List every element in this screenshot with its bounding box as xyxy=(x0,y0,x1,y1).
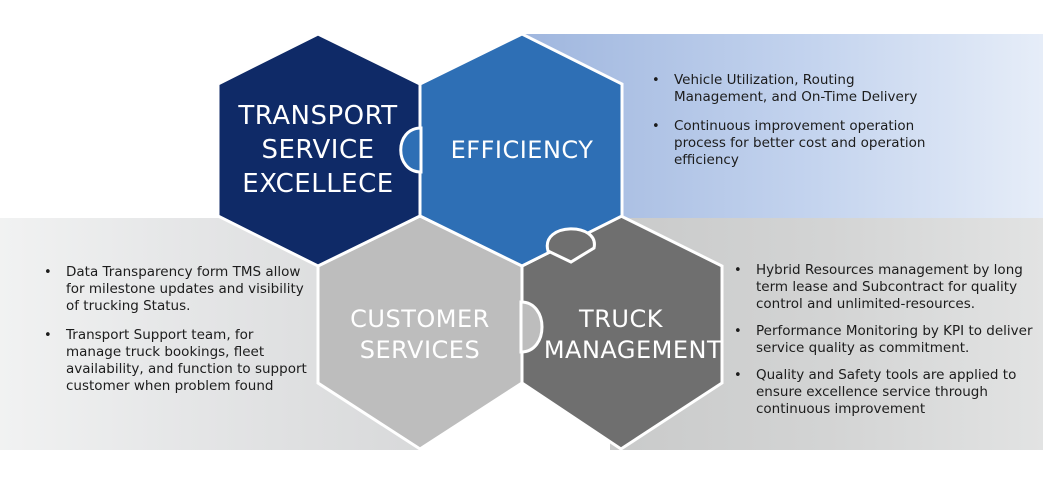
transport-label-line-3: EXCELLECE xyxy=(242,169,393,199)
truck-bullet: Quality and Safety tools are applied to … xyxy=(730,367,1035,418)
customer-label-line-2: SERVICES xyxy=(360,336,480,364)
puzzle-knob-efficiency xyxy=(399,126,423,174)
transport-label-line-2: SERVICE xyxy=(261,135,374,165)
truck-bullet-list: Hybrid Resources management by long term… xyxy=(730,262,1035,428)
customer-bullet: Transport Support team, for manage truck… xyxy=(40,327,310,395)
efficiency-bullet: Vehicle Utilization, Routing Management,… xyxy=(648,72,948,106)
customer-bullet: Data Transparency form TMS allow for mil… xyxy=(40,264,310,315)
truck-label-line-1: TRUCK xyxy=(578,305,664,333)
truck-bullet: Hybrid Resources management by long term… xyxy=(730,262,1035,313)
efficiency-bullet: Continuous improvement operation process… xyxy=(648,118,948,169)
customer-bullet-list: Data Transparency form TMS allow for mil… xyxy=(40,264,310,407)
puzzle-knob-customer xyxy=(519,300,544,354)
transport-label-line-1: TRANSPORT xyxy=(237,101,397,131)
truck-bullet: Performance Monitoring by KPI to deliver… xyxy=(730,323,1035,357)
customer-label-line-1: CUSTOMER xyxy=(350,305,490,333)
hexagon-efficiency xyxy=(418,32,624,268)
efficiency-label: EFFICIENCY xyxy=(451,136,594,164)
truck-label-line-2: MANAGEMENT xyxy=(544,336,722,364)
efficiency-bullet-list: Vehicle Utilization, Routing Management,… xyxy=(648,72,948,181)
puzzle-knob-truck xyxy=(545,227,596,264)
